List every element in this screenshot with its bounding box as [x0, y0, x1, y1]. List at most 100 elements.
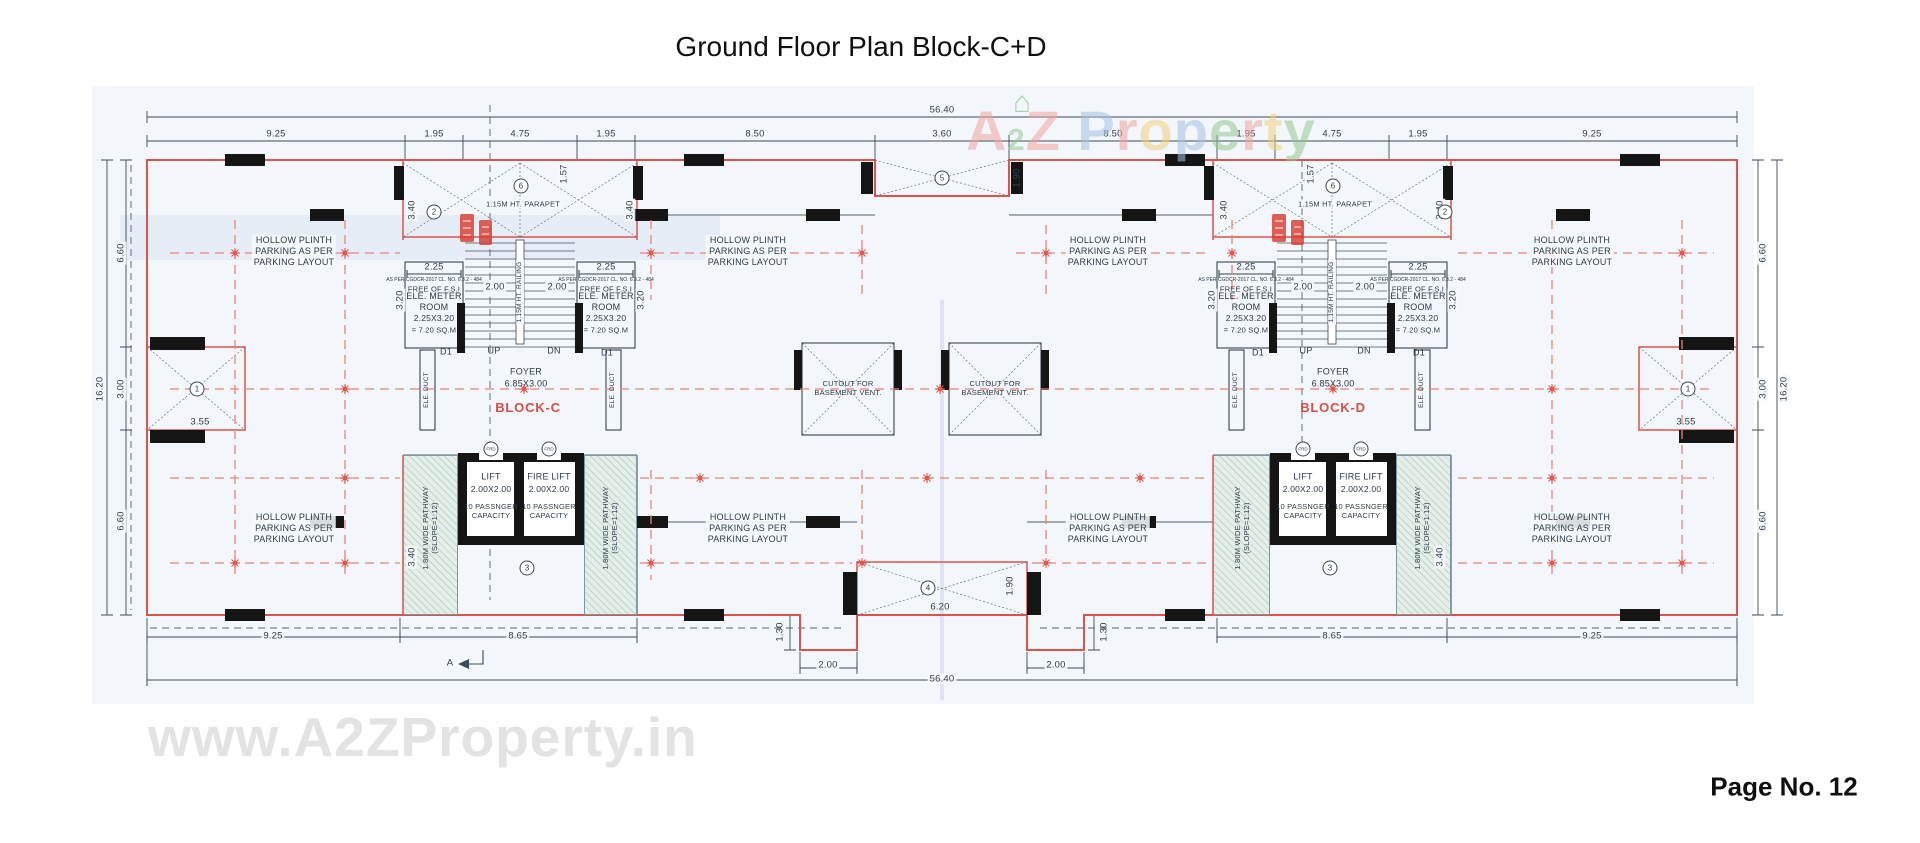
- dim-ele-room-width: 2.25: [424, 261, 444, 273]
- frd-door-symbol: FRD: [1353, 441, 1369, 457]
- foyer-size: 6.85X3.00: [1311, 378, 1355, 389]
- dim-notch-depth: 1.30: [1098, 622, 1110, 642]
- ele-room-area: = 7.20 SQ.M: [1395, 325, 1441, 335]
- dim-notch-depth: 1.30: [774, 622, 786, 642]
- frd-door-symbol: FRD: [483, 441, 499, 457]
- pathway-label: 1.80M WIDE PATHWAY (SLOPE=1:12): [1413, 486, 1431, 570]
- grid-bubble-1: 1: [189, 381, 205, 397]
- frd-door-symbol: FRD: [541, 441, 557, 457]
- dim-pathway-side: 3.40: [1434, 545, 1446, 569]
- dim-top-seg: 3.60: [932, 128, 952, 140]
- dim-side-left: 6.60: [115, 241, 127, 265]
- parapet-label: 1.15M HT. PARAPET: [483, 199, 563, 209]
- parapet-label: 1.15M HT. PARAPET: [1295, 199, 1375, 209]
- grid-bubble-3: 3: [519, 560, 535, 576]
- page-title: Ground Floor Plan Block-C+D: [675, 31, 1047, 62]
- dim-bottom-seg: 8.65: [506, 630, 530, 642]
- dim-stair-flight: 2.00: [545, 281, 569, 293]
- ele-duct-label: ELE. DUCT: [423, 372, 431, 408]
- wm-letter: P: [1077, 99, 1116, 162]
- frd-door-symbol: FRD: [1295, 441, 1311, 457]
- ele-meter-room-label: ELE. METER ROOM: [1218, 291, 1274, 312]
- dim-top-seg: 9.25: [266, 128, 286, 140]
- grid-bubble-2: 2: [426, 204, 442, 220]
- hollow-plinth-label: HOLLOW PLINTH PARKING AS PER PARKING LAY…: [1065, 511, 1151, 545]
- boundary-dashed-lines: [130, 105, 1734, 629]
- dim-bay-width: 3.55: [1676, 416, 1696, 428]
- dim-side-right-overall: 16.20: [1778, 374, 1790, 404]
- dim-overall-top: 56.40: [929, 104, 955, 116]
- dim-top-seg: 8.50: [1103, 128, 1123, 140]
- dim-stair-offset: 1.57: [1305, 162, 1317, 186]
- dim-top-seg: 4.75: [510, 128, 530, 140]
- dim-side-right: 6.60: [1757, 241, 1769, 265]
- wm-letter: A: [966, 99, 1008, 162]
- wm-letter: Z: [1025, 99, 1061, 162]
- pathway-label: 1.80M WIDE PATHWAY (SLOPE=1:12): [421, 486, 439, 570]
- dim-pathway-side: 3.40: [406, 545, 418, 569]
- house-icon: ⌂: [1013, 86, 1032, 119]
- block-c-label: BLOCK-C: [495, 400, 561, 416]
- grid-bubble-6: 6: [513, 178, 529, 194]
- hollow-plinth-label: HOLLOW PLINTH PARKING AS PER PARKING LAY…: [1529, 511, 1615, 545]
- dim-bottom-seg: 9.25: [261, 630, 285, 642]
- dim-bottom-box-side: 1.90: [1004, 576, 1016, 596]
- grid-bubble-6: 6: [1325, 178, 1341, 194]
- hollow-plinth-label: HOLLOW PLINTH PARKING AS PER PARKING LAY…: [1065, 234, 1151, 268]
- ele-room-area: = 7.20 SQ.M: [411, 325, 457, 335]
- dim-side-right: 3.00: [1757, 377, 1769, 401]
- building-outline: [146, 159, 1738, 651]
- hollow-plinth-label: HOLLOW PLINTH PARKING AS PER PARKING LAY…: [705, 234, 791, 268]
- foyer-label: FOYER: [1316, 366, 1350, 377]
- dim-ele-room-width: 2.25: [1408, 261, 1428, 273]
- dim-ele-room-width: 2.25: [596, 261, 616, 273]
- free-fsi-label: FREE OF F.S.I: [1391, 284, 1445, 294]
- watermark-url: www.A2ZProperty.in: [148, 706, 698, 768]
- fire-lift-label: FIRE LIFT: [527, 471, 571, 482]
- door-d1-label: D1: [1413, 347, 1425, 358]
- wm-letter: r: [1115, 99, 1139, 162]
- free-fsi-label: FREE OF F.S.I: [1219, 284, 1273, 294]
- scan-paper-tint: [92, 86, 1754, 704]
- dim-ele-room-width: 2.25: [1236, 261, 1256, 273]
- lift-capacity: 10 PASSNGER CAPACITY: [1334, 502, 1388, 520]
- lift-size: 2.00X2.00: [1340, 483, 1382, 494]
- wm-letter: y: [1283, 99, 1316, 162]
- lift-size: 2.00X2.00: [1282, 483, 1324, 494]
- grid-bubble-3: 3: [1322, 560, 1338, 576]
- dim-stair-offset: 1.57: [558, 162, 570, 186]
- dim-stair-flight: 2.00: [1353, 281, 1377, 293]
- ele-room-area: = 7.20 SQ.M: [1223, 325, 1269, 335]
- dim-stair-side: 3.40: [624, 198, 636, 222]
- ele-room-code: AS PER CGDCR-2017 CL. NO. 6.3.2 - 484: [386, 277, 482, 283]
- dim-side-right: 6.60: [1757, 509, 1769, 533]
- door-d1-label: D1: [601, 347, 613, 358]
- lift-size: 2.00X2.00: [470, 483, 512, 494]
- dim-stair-flight: 2.00: [483, 281, 507, 293]
- dim-overall-bottom: 56.40: [927, 673, 957, 685]
- parking-grid-lines: [170, 220, 1714, 580]
- dim-top-seg: 1.95: [1408, 128, 1428, 140]
- free-fsi-label: FREE OF F.S.I: [407, 284, 461, 294]
- dim-bottom-seg: 8.65: [1320, 630, 1344, 642]
- stair-dn-label: DN: [547, 345, 561, 356]
- section-marker-arrow: [458, 650, 484, 669]
- pathway-zone: [584, 455, 637, 615]
- foyer-label: FOYER: [509, 366, 543, 377]
- hollow-plinth-label: HOLLOW PLINTH PARKING AS PER PARKING LAY…: [705, 511, 791, 545]
- dim-top-seg: 8.50: [745, 128, 765, 140]
- wm-letter: t: [1263, 99, 1284, 162]
- wm-letter: 2: [1007, 122, 1026, 157]
- stair-up-label: UP: [1299, 345, 1313, 356]
- ele-room-code: AS PER CGDCR-2017 CL. NO. 6.3.2 - 484: [1198, 277, 1294, 283]
- ele-room-size: 2.25X3.20: [1225, 312, 1267, 323]
- dim-side-left: 3.00: [115, 377, 127, 401]
- dim-bay-width: 3.55: [190, 416, 210, 428]
- dim-stair-side: 3.40: [1218, 198, 1230, 222]
- ele-meter-room-label: ELE. METER ROOM: [578, 291, 634, 312]
- ele-duct-label: ELE. DUCT: [1418, 372, 1426, 408]
- hollow-plinth-label: HOLLOW PLINTH PARKING AS PER PARKING LAY…: [1529, 234, 1615, 268]
- dim-ele-room-height: 3.20: [635, 288, 647, 312]
- pathway-label: 1.80M WIDE PATHWAY (SLOPE=1:12): [1233, 486, 1251, 570]
